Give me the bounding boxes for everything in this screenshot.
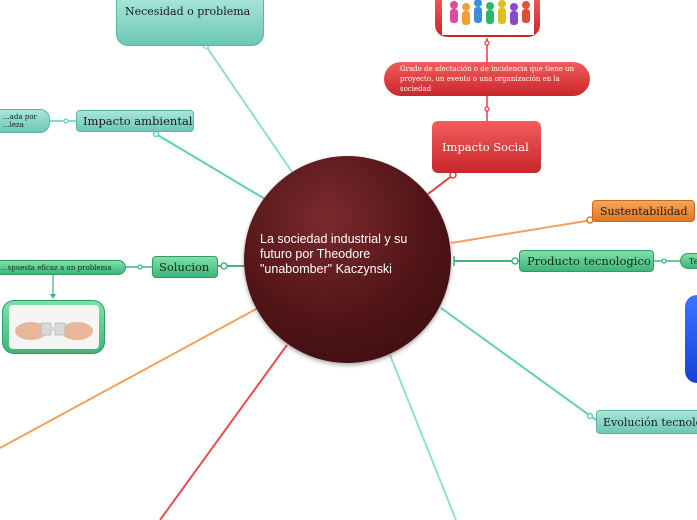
link-evolucion (440, 307, 597, 421)
topic-solucion[interactable]: Solucion (152, 256, 218, 278)
product-image[interactable] (685, 295, 697, 383)
topic-impacto-social-image[interactable] (435, 0, 540, 37)
puzzle-hands-image (8, 305, 99, 349)
subtopic-solucion-label: ...spuesta eficaz a un problema (1, 263, 112, 272)
link-impacto-social (427, 174, 454, 195)
link-offpage-red (159, 344, 288, 520)
link-sustentabilidad (450, 219, 593, 244)
subtopic-impacto-social-desc[interactable]: Grado de afectación o de incidencia que … (384, 62, 590, 96)
link-offpage-orange (0, 307, 259, 449)
subtopic-producto[interactable]: Te (680, 253, 697, 269)
topic-solucion-image[interactable] (2, 300, 105, 354)
people-figures-image (441, 0, 534, 35)
topic-evolucion-tecnologica-label: Evolución tecnoló (603, 415, 697, 429)
topic-producto-tecnologico[interactable]: Producto tecnologico (519, 250, 654, 272)
topic-impacto-ambiental[interactable]: Impacto ambiental (76, 110, 194, 132)
topic-evolucion-tecnologica[interactable]: Evolución tecnoló (596, 410, 697, 434)
topic-solucion-label: Solucion (159, 260, 210, 274)
topic-impacto-social-label: Impacto Social (442, 140, 529, 154)
subtopic-impacto-ambiental-label: ...ada por ...leza (3, 113, 37, 129)
subtopic-producto-label: Te (689, 256, 697, 266)
topic-necesidad[interactable]: Necesidad o problema (116, 0, 264, 46)
central-topic[interactable]: La sociedad industrial y su futuro por T… (244, 156, 451, 363)
link-offpage-teal (389, 354, 457, 520)
link-necesidad (205, 45, 293, 173)
topic-impacto-social[interactable]: Impacto Social (432, 121, 541, 173)
topic-sustentabilidad-label: Sustentabilidad (600, 204, 688, 218)
central-topic-label: La sociedad industrial y su futuro por T… (260, 232, 408, 276)
link-impacto-ambiental (155, 133, 271, 203)
subtopic-solucion[interactable]: ...spuesta eficaz a un problema (0, 260, 126, 275)
topic-necesidad-label: Necesidad o problema (125, 5, 251, 18)
topic-sustentabilidad[interactable]: Sustentabilidad (592, 200, 695, 222)
subtopic-impacto-social-desc-label: Grado de afectación o de incidencia que … (400, 65, 575, 93)
topic-impacto-ambiental-label: Impacto ambiental (83, 114, 193, 128)
topic-producto-tecnologico-label: Producto tecnologico (527, 254, 651, 268)
subtopic-impacto-ambiental[interactable]: ...ada por ...leza (0, 109, 50, 133)
